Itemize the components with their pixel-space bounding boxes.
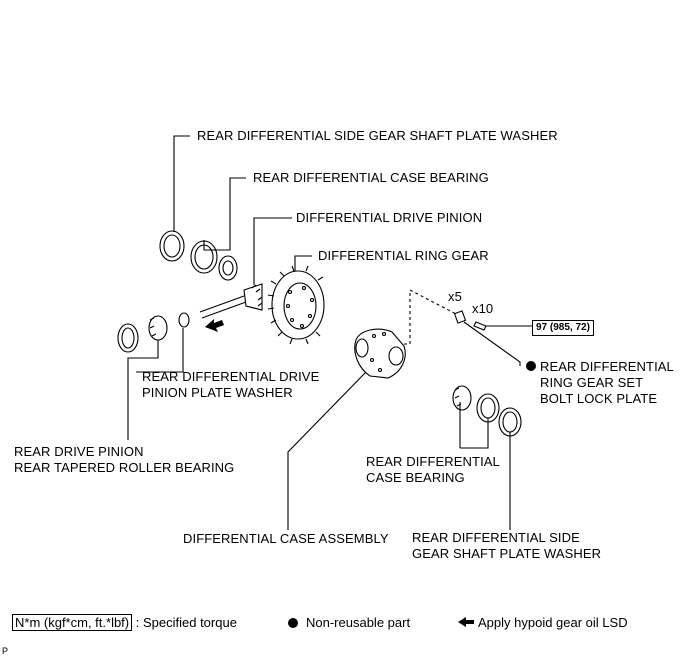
- drive-pinion-shape: [199, 283, 263, 319]
- label-pinion-washer-1: REAR DIFFERENTIAL DRIVE: [142, 369, 320, 384]
- pinion-plate-washer: [178, 312, 190, 328]
- torque-spec-box: 97 (985, 72): [532, 320, 594, 336]
- leader-case-assembly: [287, 371, 367, 530]
- differential-case-shape: [354, 328, 406, 379]
- label-qty-lock-plate: x5: [448, 289, 462, 304]
- leader-roller-bearing: [127, 340, 159, 440]
- label-drive-pinion: DIFFERENTIAL DRIVE PINION: [296, 210, 483, 225]
- label-case-bearing-bottom-2: CASE BEARING: [366, 470, 465, 485]
- legend-oil-text: Apply hypoid gear oil LSD: [478, 615, 628, 630]
- leader-side-washer-top: [173, 135, 190, 232]
- legend-torque: N*m (kgf*cm, ft.*lbf) : Specified torque: [12, 614, 237, 631]
- leader-lock-plate: [463, 321, 521, 366]
- ring-gear-shape: [267, 265, 325, 345]
- leader-case-bearing-top: [203, 177, 246, 251]
- legend-torque-text: : Specified torque: [135, 615, 237, 630]
- label-case-bearing-bottom-1: REAR DIFFERENTIAL: [366, 454, 500, 469]
- label-case-assembly: DIFFERENTIAL CASE ASSEMBLY: [183, 531, 389, 546]
- legend-dot-icon: [288, 618, 298, 628]
- label-lock-plate-1: REAR DIFFERENTIAL: [540, 359, 674, 374]
- footer-code: P: [2, 646, 9, 656]
- case-bearing-cup-bottom: [476, 393, 500, 423]
- oil-arrow-icon: [205, 319, 224, 332]
- leader-case-bearing-bottom-2: [460, 418, 489, 449]
- leader-pinion-washer: [136, 328, 184, 373]
- case-bearing-cone-top: [218, 255, 238, 281]
- roller-bearing-cone: [148, 315, 168, 341]
- legend-torque-box: N*m (kgf*cm, ft.*lbf): [12, 614, 133, 631]
- label-side-washer-top: REAR DIFFERENTIAL SIDE GEAR SHAFT PLATE …: [197, 128, 558, 143]
- label-lock-plate-2: RING GEAR SET: [540, 375, 644, 390]
- side-washer-top: [159, 230, 185, 262]
- leader-drive-pinion: [253, 217, 292, 285]
- lock-plate-shape: [453, 310, 467, 324]
- legend-nonreusable-text: Non-reusable part: [306, 615, 411, 630]
- case-bearing-cone-bottom: [452, 385, 472, 411]
- legend-arrow-icon: [458, 617, 474, 627]
- non-reusable-dot-icon: [526, 361, 536, 371]
- bolt-shape: [473, 321, 487, 331]
- label-roller-bearing-1: REAR DRIVE PINION: [14, 444, 144, 459]
- label-ring-gear: DIFFERENTIAL RING GEAR: [318, 248, 489, 263]
- label-pinion-washer-2: PINION PLATE WASHER: [142, 385, 293, 400]
- label-case-bearing-top: REAR DIFFERENTIAL CASE BEARING: [253, 170, 489, 185]
- case-bearing-cup-top: [190, 240, 218, 274]
- label-qty-bolt: x10: [472, 301, 494, 316]
- label-side-washer-bottom-1: REAR DIFFERENTIAL SIDE: [412, 530, 580, 545]
- dashed-assembly-line: [392, 289, 457, 345]
- label-side-washer-bottom-2: GEAR SHAFT PLATE WASHER: [412, 546, 602, 561]
- roller-bearing-cup: [117, 323, 139, 353]
- label-roller-bearing-2: REAR TAPERED ROLLER BEARING: [14, 460, 235, 475]
- leader-ring-gear: [294, 255, 312, 272]
- side-washer-bottom: [498, 407, 522, 437]
- label-lock-plate-3: BOLT LOCK PLATE: [540, 391, 658, 406]
